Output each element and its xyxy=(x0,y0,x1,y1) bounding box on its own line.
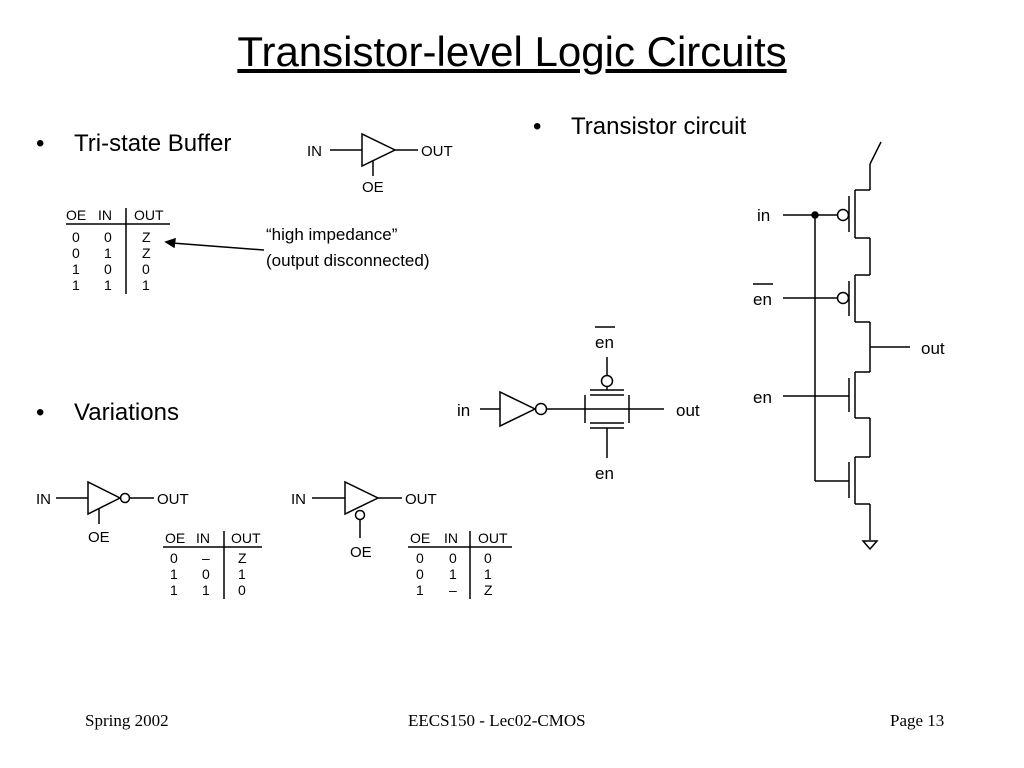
buffer-in-label: IN xyxy=(307,143,322,160)
transmission-gate-circuit: in out en en xyxy=(457,326,700,483)
tt-var2-header: IN xyxy=(444,530,458,546)
tt-var2-cell: 0 xyxy=(449,550,457,566)
tt-var2-cell: 0 xyxy=(416,550,424,566)
stack-in-label: in xyxy=(757,206,770,225)
slide-title: Transistor-level Logic Circuits xyxy=(237,28,787,75)
tt-var1-header: IN xyxy=(196,530,210,546)
tt-main-header-oe: OE xyxy=(66,207,86,223)
tt-var2-cell: 1 xyxy=(484,566,492,582)
tt-main-cell: 1 xyxy=(72,277,80,293)
tt-main-cell: 0 xyxy=(142,261,150,277)
tgate-out-label: out xyxy=(676,401,700,420)
tt-main-cell: Z xyxy=(142,245,151,261)
truth-table-var2: OE IN OUT 0 0 0 0 1 1 1 – Z xyxy=(410,530,508,598)
tt-var1-cell: 1 xyxy=(170,582,178,598)
tt-main-cell: 0 xyxy=(72,229,80,245)
footer-right: Page 13 xyxy=(890,711,945,730)
buffer-oe-label: OE xyxy=(362,179,384,196)
tt-var1-header: OE xyxy=(165,530,185,546)
var2-in-label: IN xyxy=(291,491,306,508)
bullet-dot: • xyxy=(533,113,542,140)
tt-main-cell: 0 xyxy=(104,229,112,245)
annotation-line1: “high impedance” xyxy=(266,225,398,244)
buffer-out-label: OUT xyxy=(421,143,453,160)
bullet-tristate-text: Tri-state Buffer xyxy=(74,130,232,157)
var2-out-label: OUT xyxy=(405,491,437,508)
tt-main-header-out: OUT xyxy=(134,207,164,223)
truth-table-var1: OE IN OUT 0 – Z 1 0 1 1 1 0 xyxy=(165,530,261,598)
tt-var1-cell: Z xyxy=(238,550,247,566)
tt-var2-cell: 1 xyxy=(449,566,457,582)
tgate-en-bar-label: en xyxy=(595,333,614,352)
tt-var1-cell: 0 xyxy=(170,550,178,566)
tt-var1-cell: 1 xyxy=(238,566,246,582)
tt-main-cell: 0 xyxy=(104,261,112,277)
stack-out-label: out xyxy=(921,339,945,358)
tt-var2-cell: 0 xyxy=(484,550,492,566)
variation2-symbol: IN OUT OE xyxy=(291,480,437,561)
truth-table-main: OE IN OUT 0 0 Z 0 1 Z 1 0 0 1 1 1 xyxy=(66,207,164,293)
tt-var1-cell: 1 xyxy=(170,566,178,582)
tt-var1-cell: – xyxy=(202,550,210,566)
footer-center: EECS150 - Lec02-CMOS xyxy=(408,711,586,730)
var2-oe-label: OE xyxy=(350,544,372,561)
tt-main-cell: Z xyxy=(142,229,151,245)
stack-en-bar-label: en xyxy=(753,290,772,309)
tt-var1-cell: 1 xyxy=(202,582,210,598)
annotation-line2: (output disconnected) xyxy=(266,251,430,270)
var1-oe-label: OE xyxy=(88,529,110,546)
tgate-en-label: en xyxy=(595,464,614,483)
high-impedance-annotation: “high impedance” (output disconnected) xyxy=(164,225,430,270)
var1-in-label: IN xyxy=(36,491,51,508)
tt-main-header-in: IN xyxy=(98,207,112,223)
tt-var2-cell: Z xyxy=(484,582,493,598)
tt-var2-header: OUT xyxy=(478,530,508,546)
tt-main-cell: 1 xyxy=(104,277,112,293)
tt-main-cell: 1 xyxy=(72,261,80,277)
tt-var1-cell: 0 xyxy=(238,582,246,598)
bullet-dot: • xyxy=(36,399,45,426)
tt-var1-header: OUT xyxy=(231,530,261,546)
bullet-variations: • Variations xyxy=(36,399,179,427)
tristate-buffer-symbol: IN OUT OE xyxy=(307,132,453,196)
bullet-transistor-text: Transistor circuit xyxy=(571,113,747,140)
tt-var2-header: OE xyxy=(410,530,430,546)
variation1-symbol: IN OUT OE xyxy=(36,480,189,546)
tt-var2-cell: 0 xyxy=(416,566,424,582)
tt-var1-cell: 0 xyxy=(202,566,210,582)
stack-en-label: en xyxy=(753,388,772,407)
bullet-tristate: • Tri-state Buffer xyxy=(36,130,231,158)
bullet-dot: • xyxy=(36,130,45,157)
bullet-transistor: • Transistor circuit xyxy=(533,113,746,141)
tt-main-cell: 0 xyxy=(72,245,80,261)
tgate-in-label: in xyxy=(457,401,470,420)
tt-var2-cell: – xyxy=(449,582,457,598)
bullet-variations-text: Variations xyxy=(74,399,179,426)
footer-left: Spring 2002 xyxy=(85,711,169,730)
tt-var2-cell: 1 xyxy=(416,582,424,598)
tt-main-cell: 1 xyxy=(104,245,112,261)
var1-out-label: OUT xyxy=(157,491,189,508)
transistor-stack-circuit: in en en out xyxy=(753,141,945,551)
tt-main-cell: 1 xyxy=(142,277,150,293)
